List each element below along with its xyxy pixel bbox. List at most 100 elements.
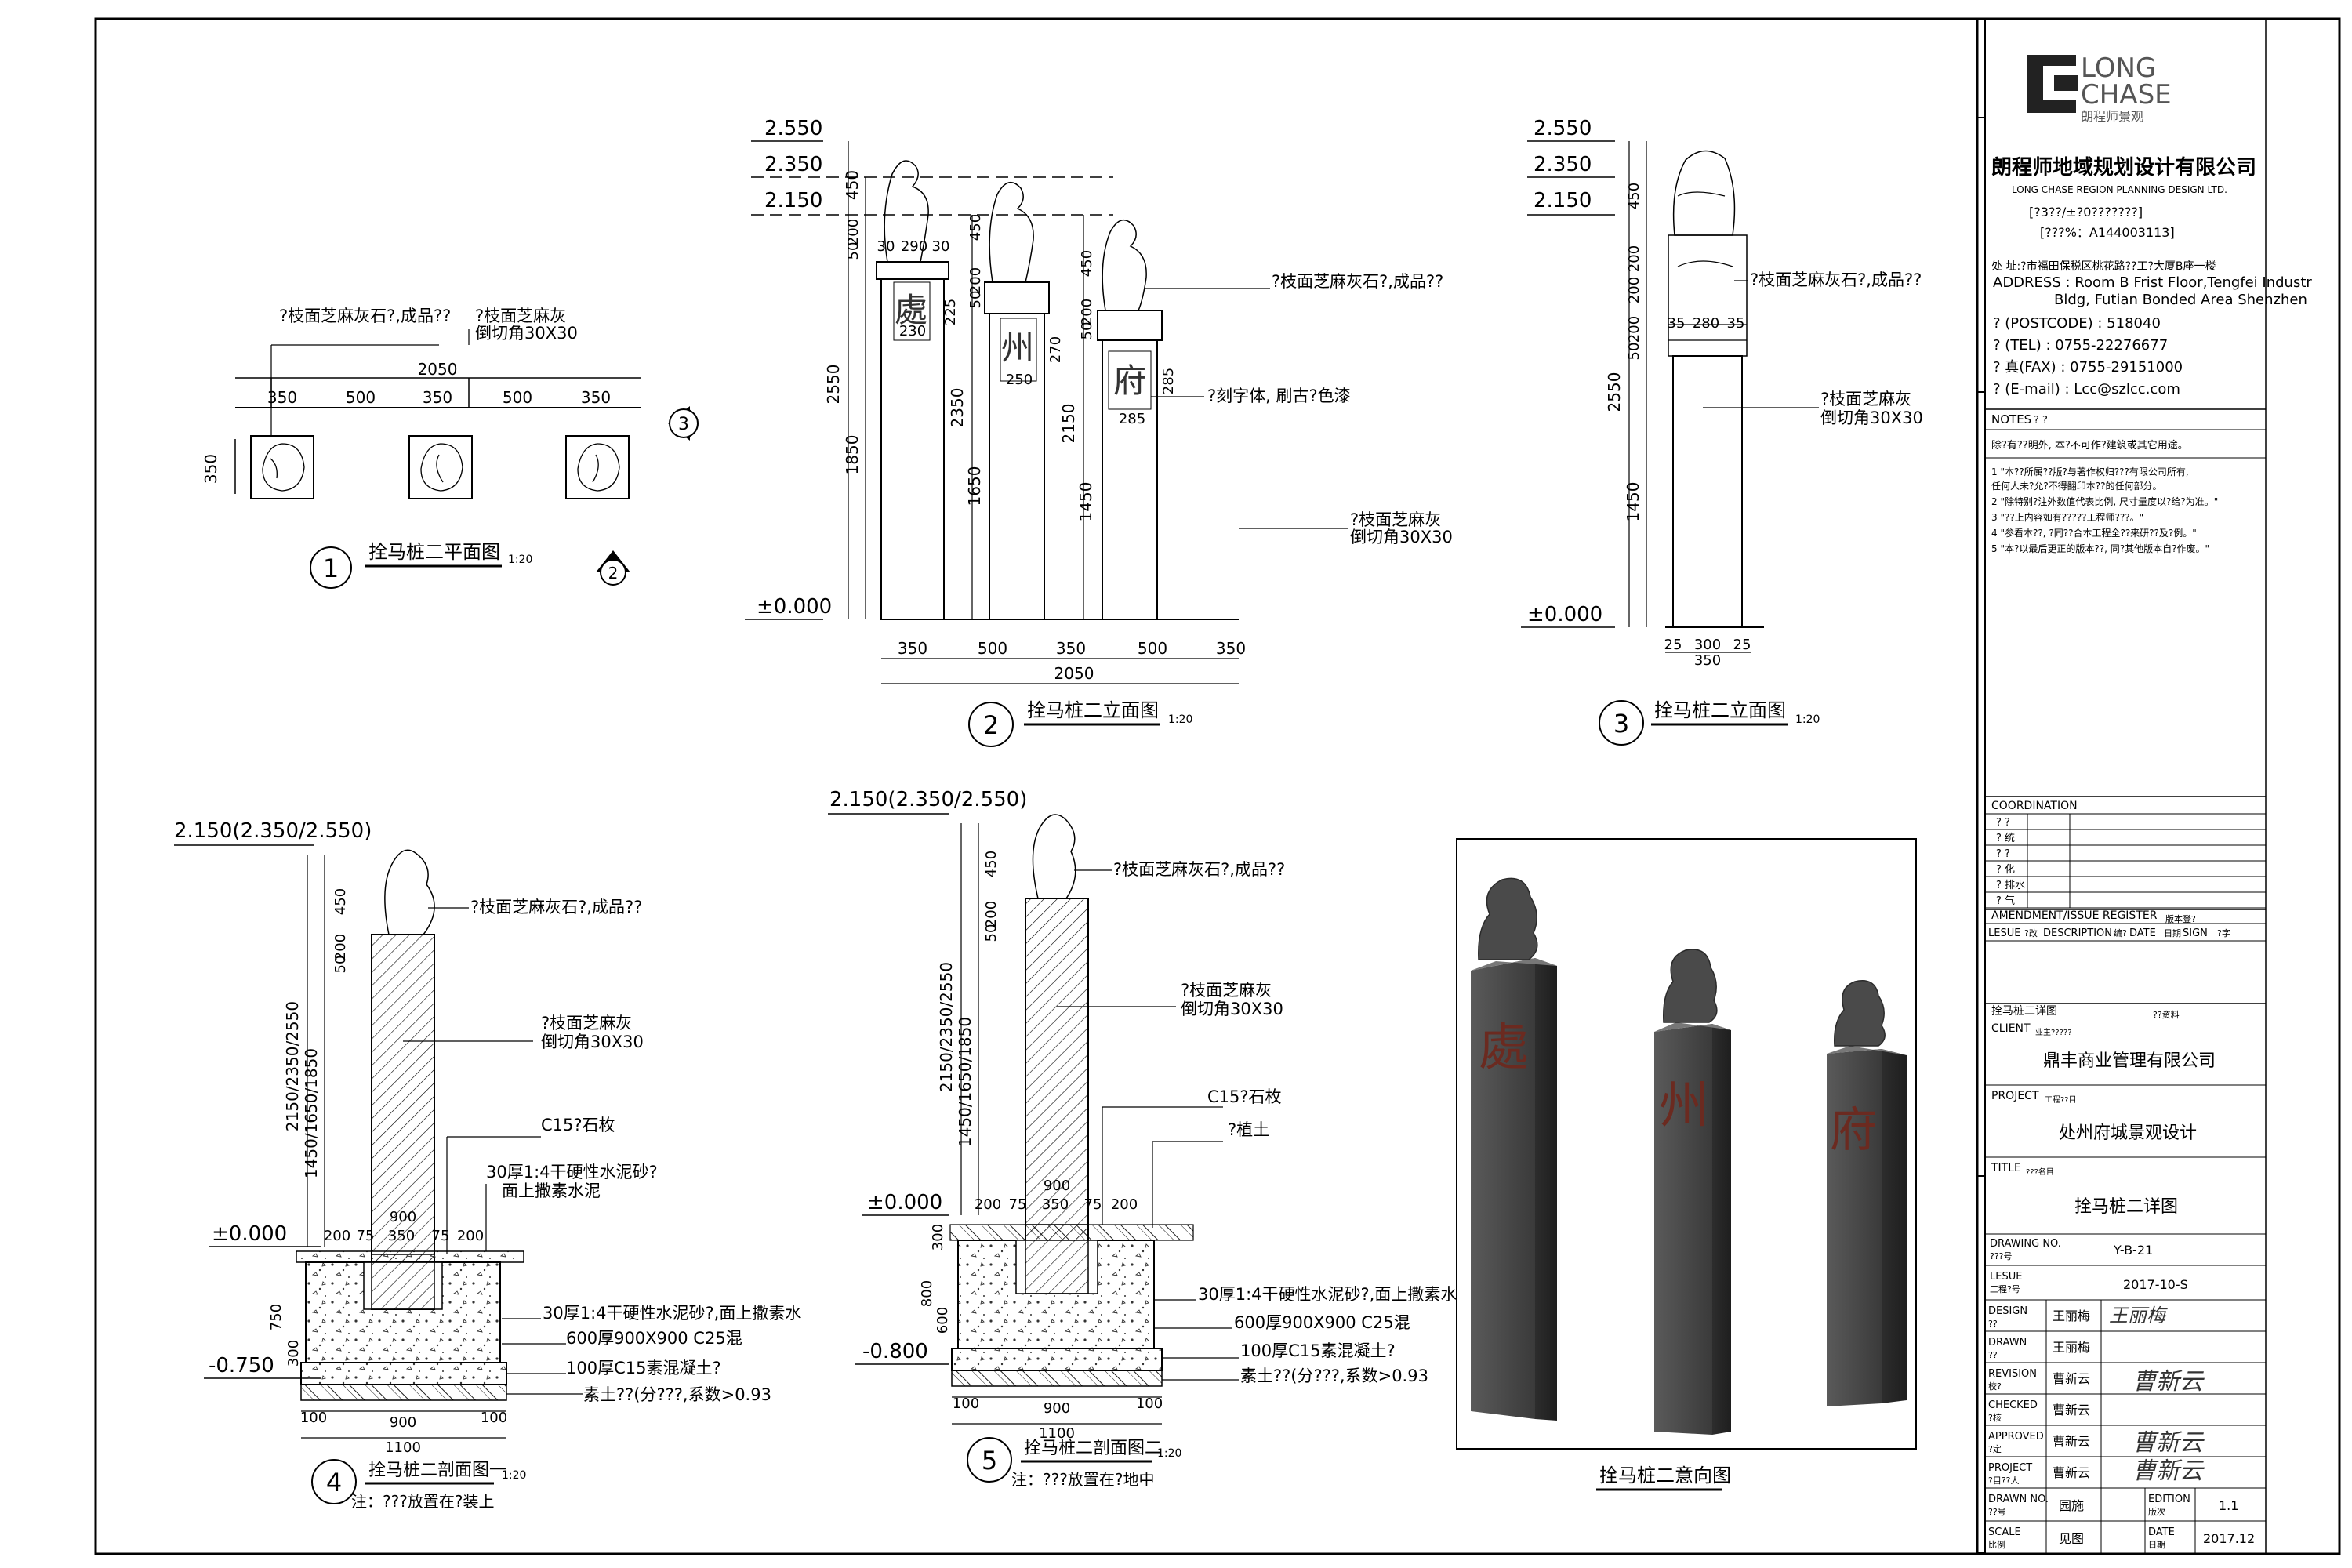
signoff-grid xyxy=(1985,1300,2266,1554)
date: 2017.12 xyxy=(2203,1531,2255,1546)
dim-350: 350 xyxy=(201,454,220,484)
notes-item: 3 "??上内容如有?????工程师???。" xyxy=(1991,511,2143,523)
view-number-circle xyxy=(968,702,1014,747)
dim-1450: 1450 xyxy=(1076,482,1095,522)
dim-450: 450 xyxy=(967,214,984,241)
signoff-name: 曹新云 xyxy=(2053,1465,2090,1480)
drawing-no-label: DRAWING NO. xyxy=(1990,1238,2061,1250)
elev-2150: 2.150 xyxy=(764,189,822,212)
dim-200: 200 xyxy=(1079,299,1095,325)
view-number: 5 xyxy=(982,1446,997,1475)
notes-line-0: 除?有??明外, 本?不可作?建筑或其它用途。 xyxy=(1991,439,2188,452)
signoff-name: 王丽梅 xyxy=(2053,1340,2090,1355)
signoff-name: 曹新云 xyxy=(2053,1403,2090,1417)
company-name-cn: 朗程师地域规划设计有限公司 xyxy=(1991,156,2256,180)
dim-1100: 1100 xyxy=(385,1439,421,1456)
dim-30: 30 xyxy=(877,238,895,255)
carved-char-chu: 處 xyxy=(895,291,927,329)
coordination-title: COORDINATION xyxy=(1991,800,2078,812)
side-post xyxy=(1672,355,1743,628)
drawing-frame xyxy=(94,17,1979,1555)
lion-icon xyxy=(1032,814,1076,899)
dim-350: 350 xyxy=(1042,1196,1069,1213)
dim-1650: 1650 xyxy=(965,466,984,506)
signoff-label: CHECKED xyxy=(1988,1399,2038,1411)
dim-50: 50 xyxy=(1626,343,1642,361)
view-number: 1 xyxy=(323,554,339,583)
label-soil: 素土??(分???,系数>0.93 xyxy=(1240,1367,1428,1385)
company-fax: ? 真(FAX) : 0755-29151000 xyxy=(1993,359,2183,376)
label-c15b: 100厚C15素混凝土? xyxy=(1240,1341,1396,1360)
dim-50: 50 xyxy=(967,291,984,309)
dim-200: 200 xyxy=(1111,1196,1138,1213)
drawn-no-label-cn: ??号 xyxy=(1988,1507,2006,1517)
amendment-col: ?改 xyxy=(2024,927,2038,938)
dim-450: 450 xyxy=(843,170,862,200)
label-mortar-full: 30厚1:4干硬性水泥砂?,面上撒素水 xyxy=(1198,1285,1457,1304)
dim-100: 100 xyxy=(953,1396,979,1412)
dim-290: 290 xyxy=(901,238,927,255)
dim-500: 500 xyxy=(978,639,1007,658)
dim-100: 100 xyxy=(300,1410,327,1426)
dim-500: 500 xyxy=(1138,639,1167,658)
signature: 王丽梅 xyxy=(2109,1305,2168,1327)
carved-char-fu: 府 xyxy=(1113,361,1146,400)
section-soil xyxy=(951,1370,1163,1387)
coordination-row: ? ? xyxy=(1996,817,2010,829)
dim-2050: 2050 xyxy=(418,360,458,379)
view-number: 2 xyxy=(983,710,999,740)
dim-2550: 2550 xyxy=(1605,372,1624,412)
date-label: DATE xyxy=(2148,1526,2175,1538)
plan-post-2 xyxy=(408,435,473,499)
view-title: 拴马桩二平面图 xyxy=(368,541,500,563)
company-logo: LONG CHASE 朗程师景观 xyxy=(2027,53,2172,124)
dim-75: 75 xyxy=(1084,1196,1102,1213)
signoff-label-cn: ?核 xyxy=(1988,1412,2002,1423)
scale-label: SCALE xyxy=(1988,1526,2021,1538)
dim-350: 350 xyxy=(1056,639,1086,658)
lion-icon xyxy=(1672,150,1736,236)
dim-50: 50 xyxy=(983,924,1000,942)
view-scale: 1:20 xyxy=(1795,713,1820,726)
label-c15: C15?石枚 xyxy=(541,1116,615,1134)
amendment-col: DESCRIPTION xyxy=(2043,927,2112,939)
view-title: 拴马桩二剖面图二 xyxy=(1024,1439,1162,1458)
label-post-material: ?枝面芝麻灰 xyxy=(475,307,566,325)
dim-250: 250 xyxy=(1006,372,1033,388)
dim-30: 30 xyxy=(932,238,950,255)
label-post-material: ?枝面芝麻灰 xyxy=(1350,510,1441,529)
dim-1450s: 1450/1650/1850 xyxy=(302,1048,321,1178)
scale: 见图 xyxy=(2059,1531,2084,1546)
section-soil xyxy=(300,1384,507,1401)
rendering-char-chu: 處 xyxy=(1479,1019,1529,1077)
dim-200: 200 xyxy=(324,1228,350,1244)
drawing-no-label-cn: ???号 xyxy=(1990,1251,2013,1261)
dim-100: 100 xyxy=(1136,1396,1163,1412)
dim-350: 350 xyxy=(388,1228,415,1244)
svg-text:3: 3 xyxy=(678,415,689,434)
dim-450: 450 xyxy=(1079,250,1095,277)
coordination-row: ? 化 xyxy=(1996,864,2015,876)
dim-450: 450 xyxy=(332,888,349,915)
drawing-info-sub: ??资料 xyxy=(2153,1009,2180,1020)
elev-2550: 2.550 xyxy=(1534,117,1592,140)
lion-icon xyxy=(1478,877,1538,960)
label-stone-lion: ?枝面芝麻灰石?,成品?? xyxy=(1750,270,1922,289)
dim-1450: 1450 xyxy=(1624,482,1642,522)
company-address-2: Bldg, Futian Bonded Area Shenzhen xyxy=(2054,292,2307,308)
dim-2050: 2050 xyxy=(1054,664,1094,683)
dim-25: 25 xyxy=(1664,637,1682,653)
dim-75: 75 xyxy=(432,1228,450,1244)
dim-350: 350 xyxy=(1216,639,1246,658)
coordination-rows xyxy=(1985,813,2266,909)
label-soil: 素土??(分???,系数>0.93 xyxy=(583,1385,771,1404)
company-address-cn: 处 址:?市福田保税区桃花路??工?大厦B座一楼 xyxy=(1991,260,2216,273)
company-postcode: ? (POSTCODE) : 518040 xyxy=(1993,315,2161,332)
label-c15: C15?石枚 xyxy=(1207,1087,1282,1106)
dim-50: 50 xyxy=(332,956,349,974)
signoff-name: 曹新云 xyxy=(2053,1371,2090,1386)
view-5-section: 2.150(2.350/2.550) ±0.000 -0.800 2150/23… xyxy=(828,788,1457,1489)
view-number: 3 xyxy=(1613,709,1629,739)
label-c15b: 100厚C15素混凝土? xyxy=(566,1359,721,1377)
